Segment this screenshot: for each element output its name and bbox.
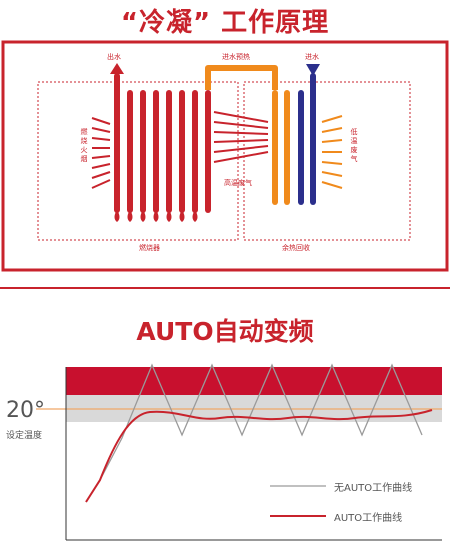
low-temp-flue-label: 低温废气	[350, 128, 358, 163]
upper-band	[66, 367, 442, 395]
high-temp-flue-label: 高温废气	[224, 179, 252, 187]
set-temperature-label: 设定温度	[6, 431, 43, 441]
inlet-water-label: 进水	[305, 53, 319, 61]
flame-icon	[153, 210, 159, 222]
legend-no-auto-label: 无AUTO工作曲线	[334, 483, 413, 494]
flame-icon	[127, 210, 133, 222]
auto-curve	[85, 409, 433, 503]
legend-auto-label: AUTO工作曲线	[334, 513, 403, 524]
outlet-arrow-icon	[110, 63, 124, 74]
burner-flue-label: 燃烧火烟	[80, 128, 88, 163]
heat-recovery-label: 余热回收	[282, 244, 310, 252]
navy-tubes	[298, 64, 320, 205]
outlet-water-label: 出水	[107, 53, 121, 61]
recovery-panel	[243, 81, 411, 241]
left-flue-lines	[91, 117, 111, 189]
inlet-preheat-label: 进水预热	[222, 53, 250, 61]
temperature-graph	[36, 363, 442, 541]
preheat-pipe	[205, 65, 278, 90]
burner-label: 燃烧器	[139, 244, 160, 252]
flame-icon	[140, 210, 146, 222]
flame-icon	[179, 210, 185, 222]
outlet-tube	[114, 73, 120, 213]
flame-icon	[166, 210, 172, 222]
set-temperature-value: 20°	[6, 398, 45, 423]
auto-frequency-title: AUTO自动变频	[136, 317, 314, 346]
burner-tubes	[110, 63, 211, 213]
no-auto-curve	[85, 363, 423, 503]
flame-icon	[114, 210, 120, 222]
condensing-diagram	[0, 40, 450, 289]
orange-tubes	[272, 90, 290, 205]
condensing-principle-title: “冷凝” 工作原理	[120, 8, 330, 38]
middle-flue-lines	[213, 111, 269, 163]
right-flue-lines	[321, 115, 343, 189]
burner-panel	[37, 81, 239, 241]
burner-flames	[114, 210, 198, 222]
diagram-frame	[1, 40, 449, 272]
flame-icon	[192, 210, 198, 222]
inlet-arrow-icon	[306, 64, 320, 76]
